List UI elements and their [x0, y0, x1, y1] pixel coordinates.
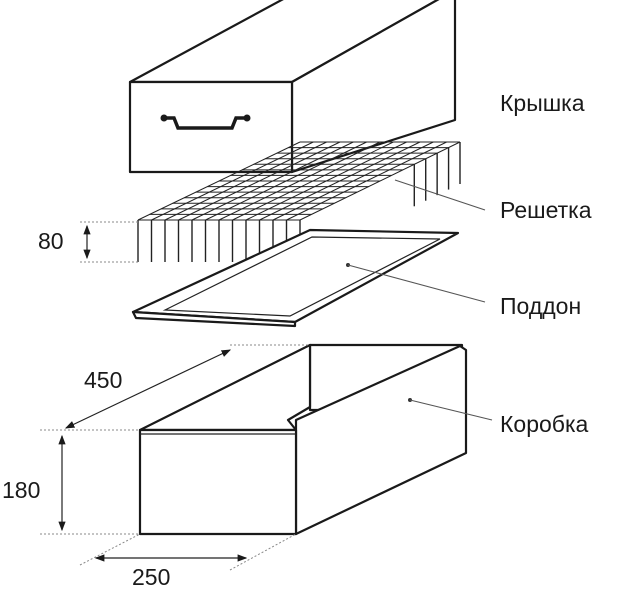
box — [138, 343, 468, 536]
lid — [128, 0, 457, 174]
box-height-dimension: 180 — [2, 477, 41, 503]
grid-height-dimension: 80 — [38, 228, 64, 254]
lid-label: Крышка — [500, 90, 585, 116]
grid-label: Решетка — [500, 197, 592, 223]
handle-icon — [160, 114, 251, 130]
leader-lines — [346, 179, 493, 421]
tray — [131, 228, 460, 328]
box-width-dimension: 250 — [132, 564, 171, 590]
box-label: Коробка — [500, 411, 589, 437]
grid — [137, 141, 461, 262]
tray-label: Поддон — [500, 293, 582, 319]
dimension-lines — [40, 221, 310, 571]
box-length-dimension: 450 — [84, 367, 123, 393]
